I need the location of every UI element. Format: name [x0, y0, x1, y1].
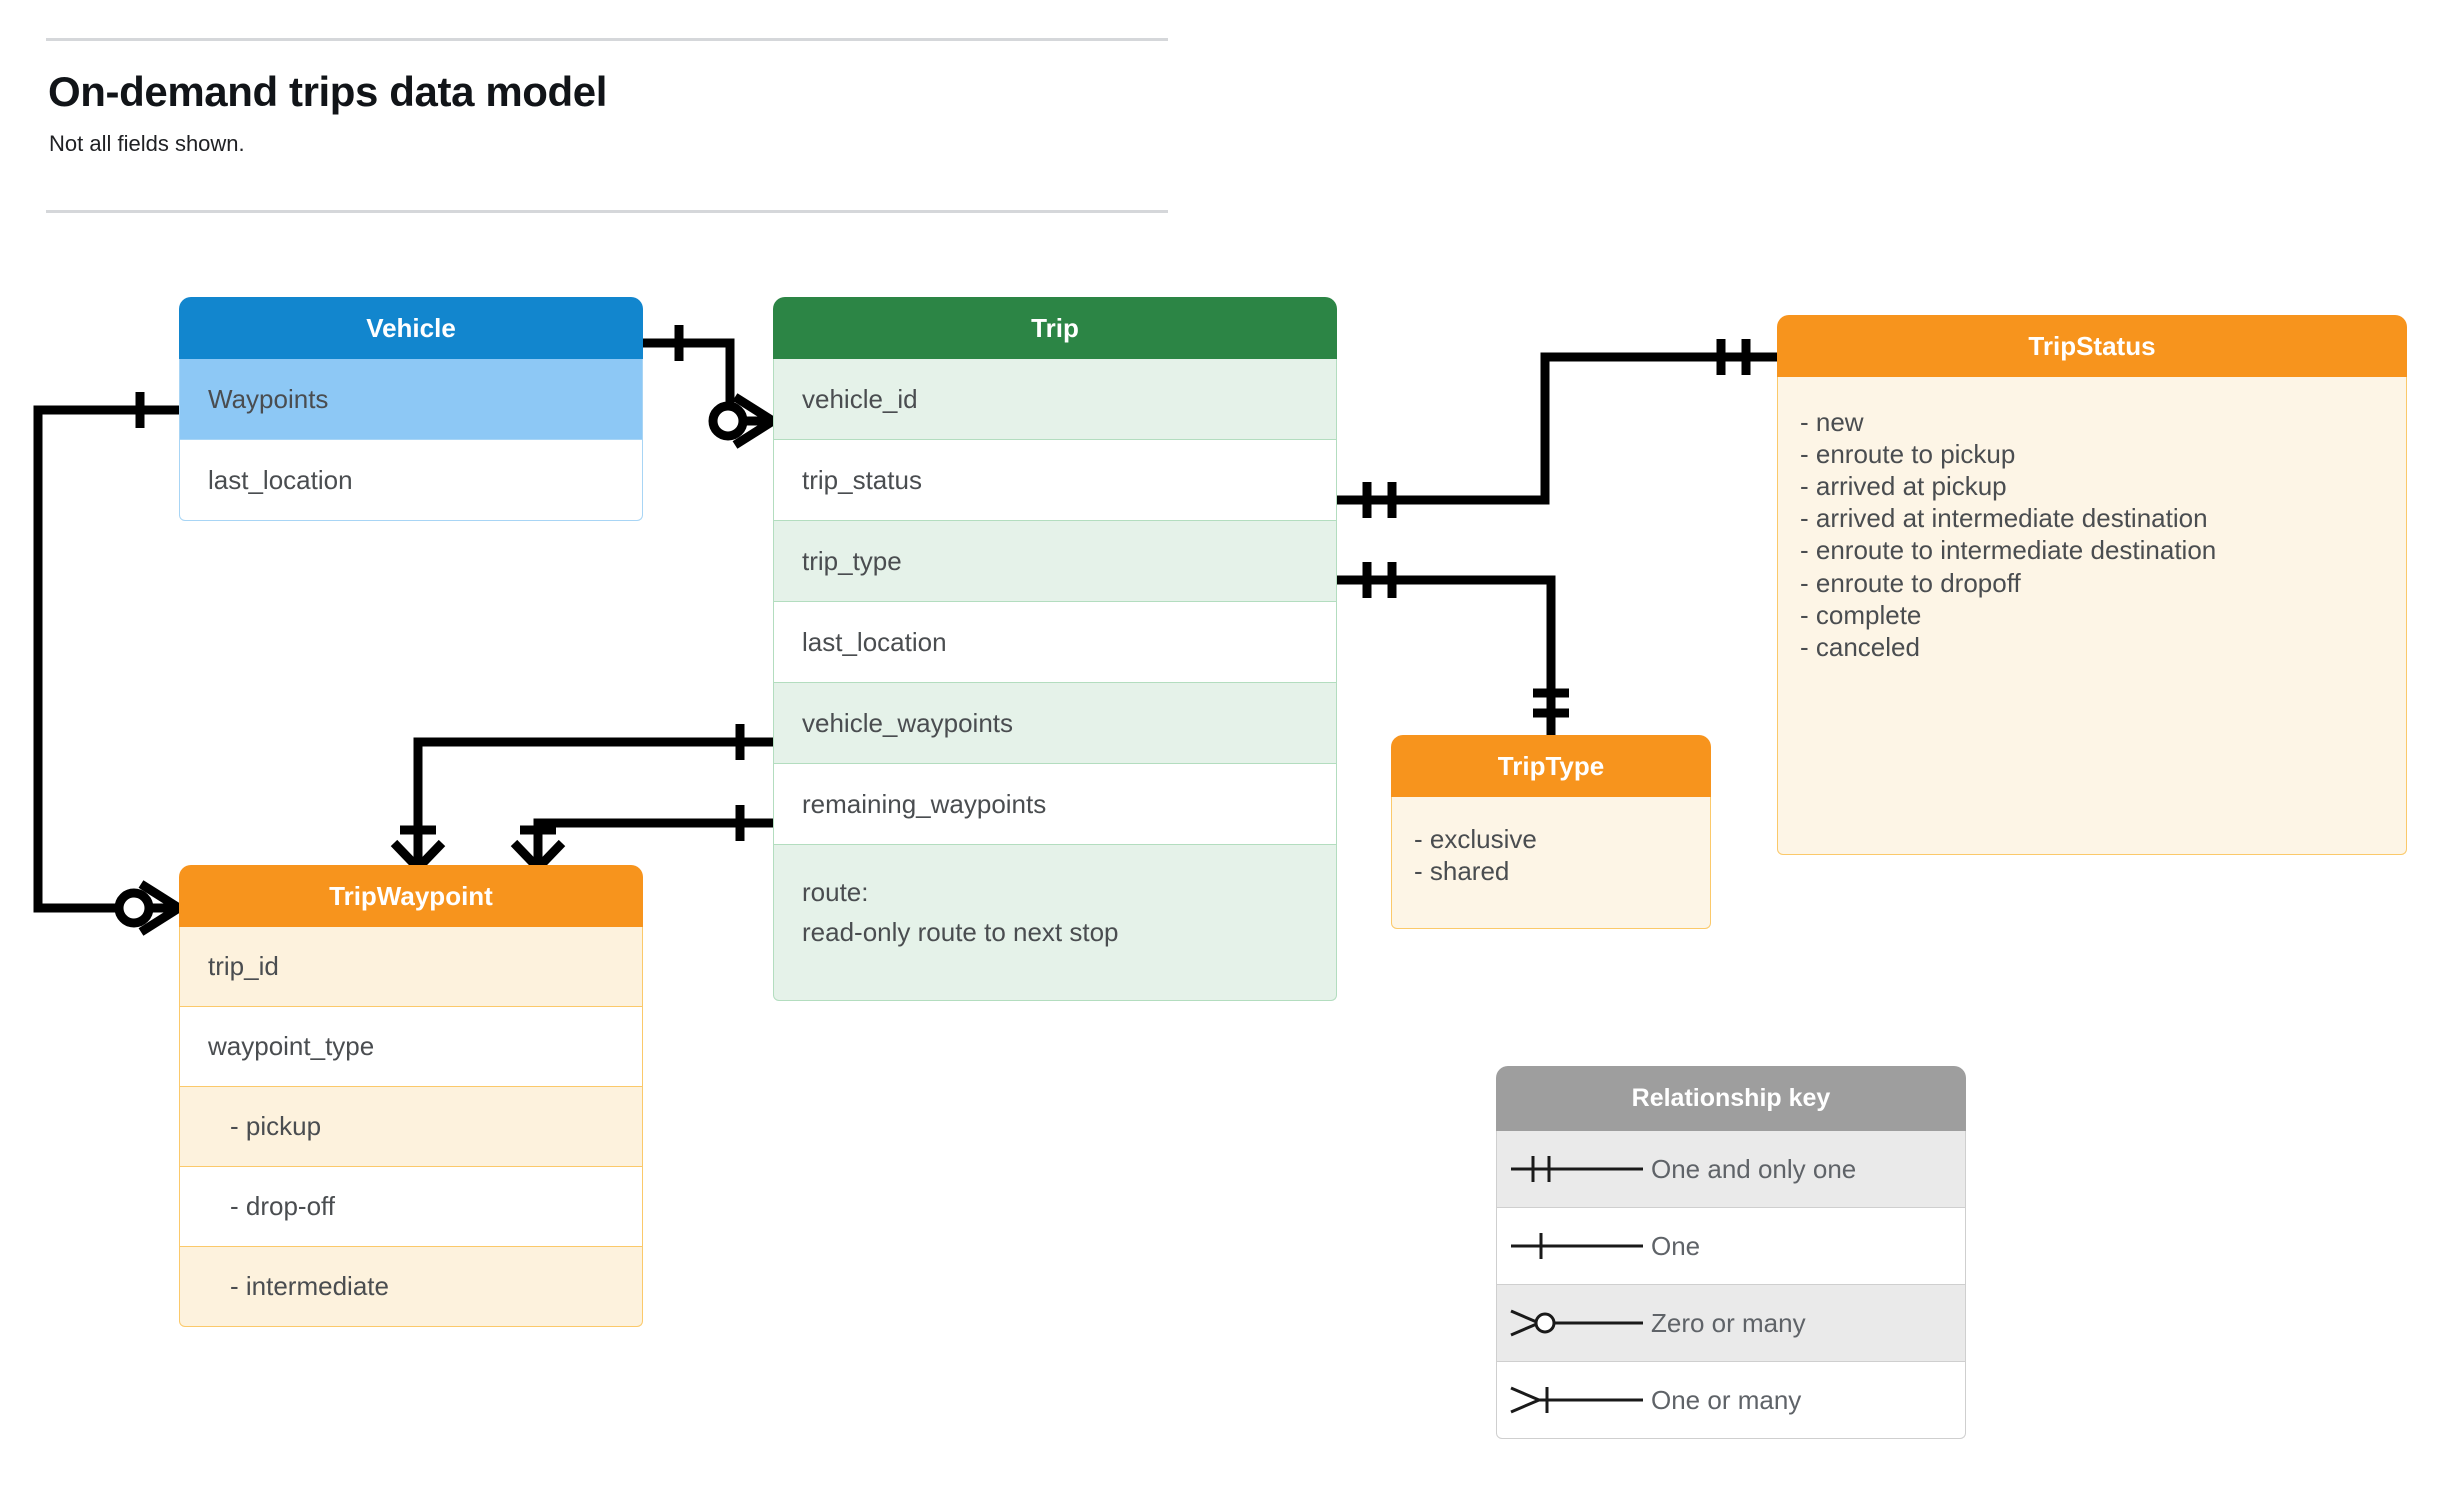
legend-label-one-or-many: One or many [1651, 1384, 1802, 1415]
entity-triptype-title: TripType [1391, 735, 1711, 797]
entity-vehicle-title: Vehicle [179, 297, 643, 359]
trip-field-trip-status[interactable]: trip_status [773, 440, 1337, 521]
tripstatus-value-enroute-to-dropoff: - enroute to dropoff [1800, 567, 2021, 598]
tripwaypoint-value-pickup[interactable]: - pickup [179, 1087, 643, 1167]
zero-or-many-icon [1510, 1309, 1643, 1337]
tripstatus-value-new: - new [1800, 407, 1864, 437]
tripstatus-value-canceled: - canceled [1800, 631, 1920, 662]
triptype-value-exclusive: - exclusive [1414, 824, 1537, 854]
trip-field-vehicle-waypoints[interactable]: vehicle_waypoints [773, 683, 1337, 764]
header-divider-bottom [46, 210, 1168, 213]
entity-trip-title: Trip [773, 297, 1337, 359]
tripstatus-value-enroute-to-intermediate-destination: - enroute to intermediate destination [1800, 535, 2217, 566]
triptype-value-shared: - shared [1414, 856, 1510, 887]
trip-field-route-description: read-only route to next stop [802, 916, 1119, 947]
entity-tripstatus-values: - new - enroute to pickup - arrived at p… [1777, 377, 2407, 855]
vehicle-field-waypoints[interactable]: Waypoints [179, 359, 643, 440]
legend-row-one[interactable]: One [1496, 1208, 1966, 1285]
legend-title: Relationship key [1496, 1066, 1966, 1131]
trip-field-vehicle-id[interactable]: vehicle_id [773, 359, 1337, 440]
entity-tripstatus[interactable]: TripStatus - new - enroute to pickup - a… [1777, 315, 2407, 855]
entity-tripwaypoint-title: TripWaypoint [179, 865, 643, 927]
trip-field-route-label: route: [802, 877, 869, 907]
entity-vehicle[interactable]: Vehicle Waypoints last_location [179, 297, 643, 521]
relationship-key-legend[interactable]: Relationship key One and only one One [1496, 1066, 1966, 1439]
trip-field-last-location[interactable]: last_location [773, 602, 1337, 683]
header-divider-top [46, 38, 1168, 41]
entity-tripstatus-title: TripStatus [1777, 315, 2407, 377]
legend-label-zero-or-many: Zero or many [1651, 1307, 1806, 1338]
page-subtitle: Not all fields shown. [49, 131, 245, 156]
legend-row-one-or-many[interactable]: One or many [1496, 1362, 1966, 1439]
entity-triptype[interactable]: TripType - exclusive - shared [1391, 735, 1711, 929]
entity-triptype-values: - exclusive - shared [1391, 797, 1711, 929]
tripstatus-value-enroute-to-pickup: - enroute to pickup [1800, 439, 2016, 470]
legend-row-zero-or-many[interactable]: Zero or many [1496, 1285, 1966, 1362]
vehicle-field-last-location[interactable]: last_location [179, 440, 643, 521]
tripstatus-value-arrived-at-intermediate-destination: - arrived at intermediate destination [1800, 503, 2208, 534]
entity-tripwaypoint[interactable]: TripWaypoint trip_id waypoint_type - pic… [179, 865, 643, 1327]
legend-label-one-and-only-one: One and only one [1651, 1153, 1857, 1184]
tripwaypoint-value-drop-off[interactable]: - drop-off [179, 1167, 643, 1247]
trip-field-trip-type[interactable]: trip_type [773, 521, 1337, 602]
tripstatus-value-complete: - complete [1800, 599, 1922, 630]
one-or-many-icon [1510, 1386, 1643, 1414]
one-and-only-one-icon [1511, 1156, 1643, 1182]
legend-row-one-and-only-one[interactable]: One and only one [1496, 1131, 1966, 1208]
tripwaypoint-field-trip-id[interactable]: trip_id [179, 927, 643, 1007]
tripwaypoint-value-intermediate[interactable]: - intermediate [179, 1247, 643, 1327]
tripstatus-value-arrived-at-pickup: - arrived at pickup [1800, 471, 2007, 502]
one-icon [1511, 1233, 1643, 1259]
trip-field-route[interactable]: route: read-only route to next stop [773, 845, 1337, 1001]
page-title: On-demand trips data model [48, 68, 607, 115]
legend-label-one: One [1651, 1230, 1701, 1261]
tripwaypoint-field-waypoint-type[interactable]: waypoint_type [179, 1007, 643, 1087]
trip-field-remaining-waypoints[interactable]: remaining_waypoints [773, 764, 1337, 845]
entity-trip[interactable]: Trip vehicle_id trip_status trip_type la… [773, 297, 1337, 1001]
